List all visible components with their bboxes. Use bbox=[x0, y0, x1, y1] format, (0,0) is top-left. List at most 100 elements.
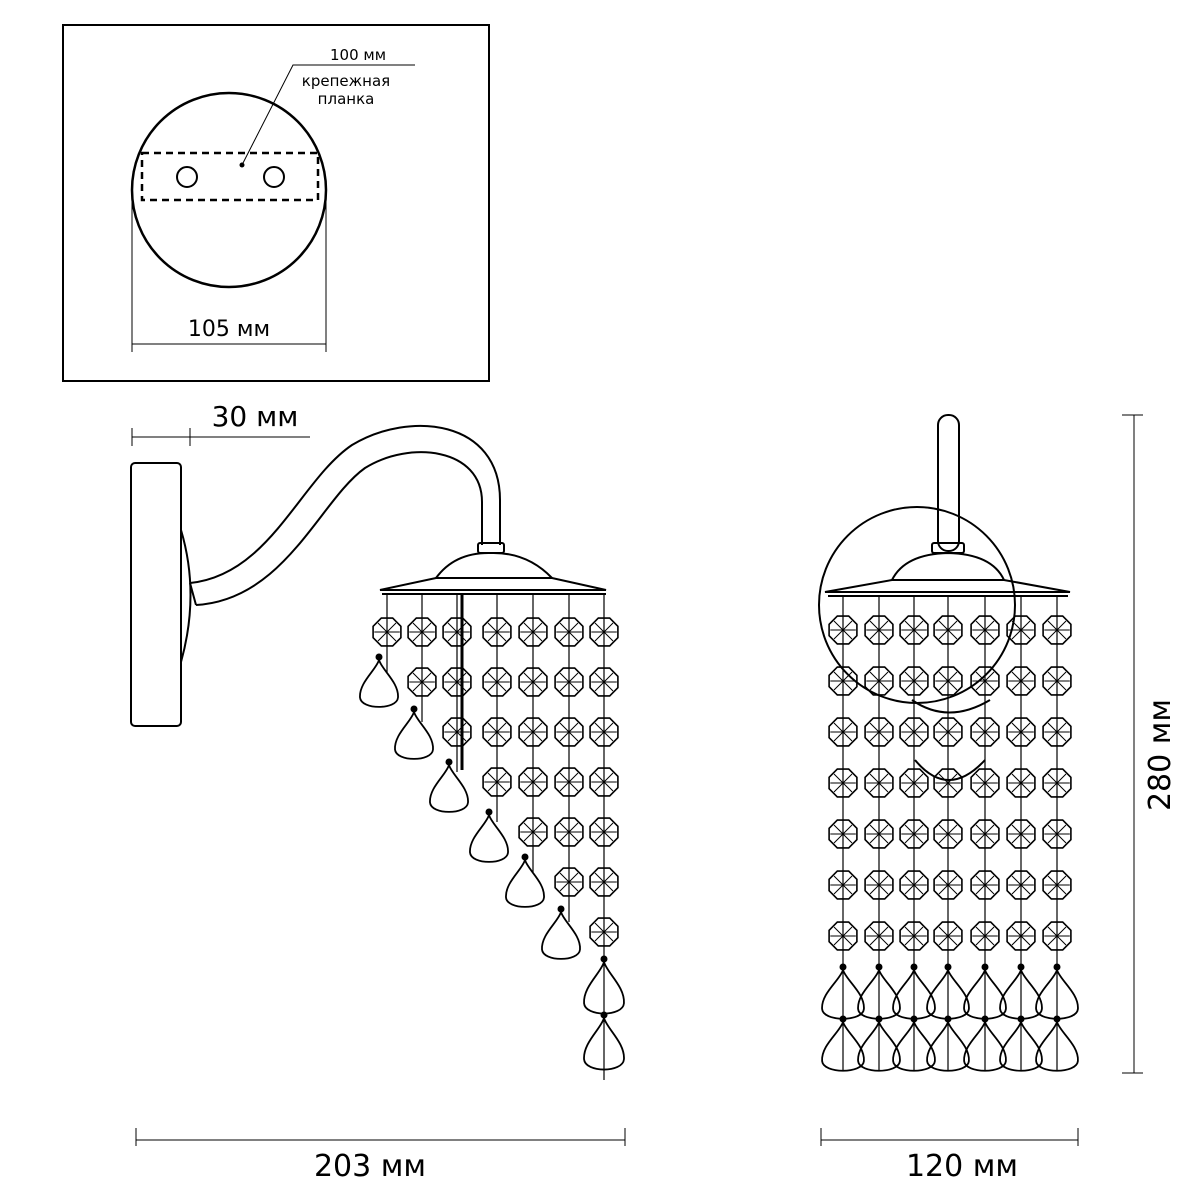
front-strand bbox=[963, 596, 1007, 1072]
side-strand bbox=[394, 594, 437, 760]
octagon-facet bbox=[447, 672, 467, 692]
octagon-crystal bbox=[899, 870, 929, 900]
mounting-hole-left bbox=[176, 166, 198, 188]
octagon-outline bbox=[970, 870, 1000, 900]
octagon-crystal bbox=[482, 767, 512, 797]
octagon-crystal bbox=[518, 767, 548, 797]
octagon-crystal bbox=[1006, 819, 1036, 849]
octagon-facet bbox=[487, 722, 507, 742]
crystal-link-dot bbox=[875, 963, 883, 971]
octagon-outline bbox=[407, 667, 437, 697]
octagon-facet bbox=[938, 875, 958, 895]
teardrop-crystal bbox=[394, 708, 434, 760]
canopy-dome bbox=[435, 551, 553, 579]
octagon-facet bbox=[904, 875, 924, 895]
octagon-facet bbox=[975, 773, 995, 793]
octagon-facet bbox=[1047, 620, 1067, 640]
front-height-label: 280 мм bbox=[1143, 699, 1178, 811]
octagon-outline bbox=[864, 819, 894, 849]
octagon-facet bbox=[1047, 875, 1067, 895]
octagon-facet bbox=[487, 672, 507, 692]
octagon-outline bbox=[899, 717, 929, 747]
canopy-rim bbox=[379, 577, 607, 591]
offset-dim-label: 30 мм bbox=[212, 400, 299, 433]
octagon-crystal bbox=[554, 717, 584, 747]
crystal-link-dot bbox=[839, 963, 847, 971]
crystal-link-dot bbox=[875, 1015, 883, 1023]
side-strand bbox=[583, 594, 625, 1080]
octagon-facet bbox=[1047, 824, 1067, 844]
octagon-outline bbox=[554, 867, 584, 897]
teardrop-crystal bbox=[821, 1019, 865, 1072]
octagon-crystal bbox=[554, 767, 584, 797]
octagon-crystal bbox=[970, 819, 1000, 849]
octagon-crystal bbox=[970, 870, 1000, 900]
octagon-outline bbox=[933, 870, 963, 900]
crystal-link-dot bbox=[521, 853, 529, 861]
octagon-outline bbox=[589, 767, 619, 797]
octagon-outline bbox=[518, 767, 548, 797]
front-arm-vertical bbox=[937, 414, 960, 552]
octagon-facet bbox=[938, 824, 958, 844]
octagon-crystal bbox=[933, 666, 963, 696]
octagon-outline bbox=[864, 666, 894, 696]
octagon-facet bbox=[1011, 722, 1031, 742]
octagon-crystal bbox=[554, 617, 584, 647]
octagon-facet bbox=[559, 772, 579, 792]
octagon-crystal bbox=[828, 819, 858, 849]
plate-caption-line1: крепежная bbox=[302, 72, 390, 90]
octagon-crystal bbox=[864, 819, 894, 849]
side-strand bbox=[469, 594, 512, 863]
octagon-facet bbox=[594, 922, 614, 942]
octagon-outline bbox=[372, 617, 402, 647]
octagon-outline bbox=[970, 819, 1000, 849]
octagon-facet bbox=[904, 824, 924, 844]
arm-inner bbox=[195, 451, 483, 606]
side-strand bbox=[505, 594, 548, 908]
octagon-outline bbox=[828, 768, 858, 798]
teardrop-crystal bbox=[1035, 1019, 1079, 1072]
crystal-link-dot bbox=[445, 758, 453, 766]
octagon-crystal bbox=[1006, 921, 1036, 951]
teardrop-crystal bbox=[999, 1019, 1043, 1072]
octagon-crystal bbox=[1006, 870, 1036, 900]
octagon-facet bbox=[869, 671, 889, 691]
octagon-outline bbox=[554, 717, 584, 747]
octagon-crystal bbox=[1006, 615, 1036, 645]
octagon-crystal bbox=[1042, 870, 1072, 900]
octagon-facet bbox=[938, 722, 958, 742]
front-view: 280 мм 120 мм bbox=[818, 414, 1178, 1184]
octagon-outline bbox=[828, 615, 858, 645]
octagon-outline bbox=[1006, 666, 1036, 696]
octagon-facet bbox=[833, 620, 853, 640]
front-inner-arc bbox=[911, 699, 991, 714]
octagon-outline bbox=[518, 817, 548, 847]
base-diameter-label: 105 мм bbox=[188, 317, 270, 342]
octagon-outline bbox=[933, 615, 963, 645]
octagon-crystal bbox=[407, 617, 437, 647]
octagon-crystal bbox=[482, 717, 512, 747]
crystal-link-dot bbox=[485, 808, 493, 816]
octagon-crystal bbox=[442, 667, 472, 697]
octagon-outline bbox=[899, 666, 929, 696]
octagon-outline bbox=[589, 717, 619, 747]
crystal-link-dot bbox=[910, 1015, 918, 1023]
side-view: 30 мм 203 мм bbox=[130, 400, 626, 1184]
octagon-outline bbox=[970, 768, 1000, 798]
octagon-facet bbox=[447, 722, 467, 742]
octagon-crystal bbox=[970, 921, 1000, 951]
crystal-link-dot bbox=[1053, 963, 1061, 971]
octagon-crystal bbox=[554, 867, 584, 897]
octagon-crystal bbox=[554, 667, 584, 697]
octagon-outline bbox=[1042, 819, 1072, 849]
octagon-facet bbox=[975, 926, 995, 946]
octagon-facet bbox=[412, 672, 432, 692]
octagon-facet bbox=[938, 671, 958, 691]
octagon-crystal bbox=[933, 870, 963, 900]
teardrop-crystal bbox=[583, 1014, 625, 1071]
octagon-crystal bbox=[828, 870, 858, 900]
octagon-facet bbox=[1047, 926, 1067, 946]
octagon-facet bbox=[594, 772, 614, 792]
teardrop-crystal bbox=[429, 761, 469, 813]
octagon-facet bbox=[447, 622, 467, 642]
